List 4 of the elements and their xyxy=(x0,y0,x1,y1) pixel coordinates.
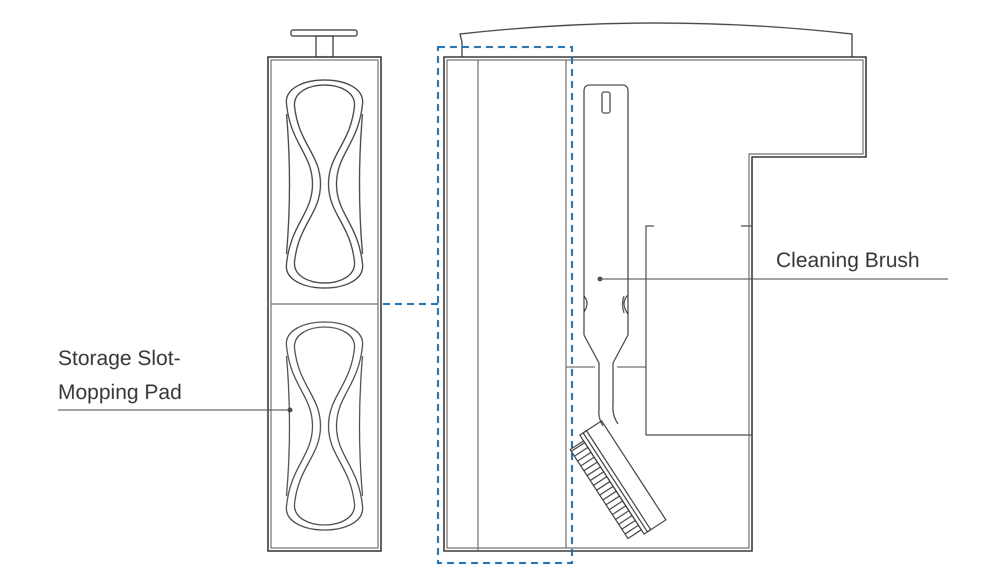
leader-line xyxy=(598,276,948,282)
leader-line xyxy=(58,408,292,412)
callout-label: Storage Slot- Mopping Pad xyxy=(58,346,183,406)
callout-label: Cleaning Brush xyxy=(776,248,921,274)
